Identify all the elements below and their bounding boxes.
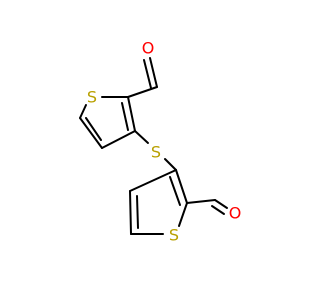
bond-c2-c3 <box>127 96 136 132</box>
bond-cho-o2-double <box>211 205 225 215</box>
bond-c2-c3-double <box>121 102 129 131</box>
bond-c5b-c4b <box>129 190 132 235</box>
atom-label-o1: O <box>142 39 155 58</box>
bond-c3-s-bridge <box>134 130 149 144</box>
bond-c4-c5-double <box>85 117 102 141</box>
bond-s-bridge-c3b <box>164 158 177 171</box>
bond-c2b-cho <box>186 199 216 204</box>
bond-c3b-c2b <box>175 169 188 204</box>
bond-c5-s1 <box>79 104 87 119</box>
lower-aldehyde <box>186 199 228 215</box>
atom-label-o2: O <box>229 204 242 223</box>
bond-cho-o2 <box>214 199 228 209</box>
atom-label-s-bridge: S <box>151 143 161 162</box>
atom-label-s1: S <box>87 88 97 107</box>
atom-label-s3: S <box>169 226 179 245</box>
upper-thiophene-ring <box>79 96 136 149</box>
bond-cho-o <box>149 57 158 88</box>
bond-c4b-c3b <box>129 169 177 192</box>
bond-c3b-c2b-double <box>169 176 181 206</box>
structure-canvas: O S S O S <box>79 38 242 245</box>
bond-c4-c5 <box>79 117 103 149</box>
bond-c2b-s3 <box>178 202 188 227</box>
thioether-bridge <box>134 130 177 171</box>
bond-c5b-c4b-double <box>136 195 139 229</box>
molecule-drawing: O S S O S <box>79 39 242 245</box>
bond-c3-c4 <box>101 130 136 149</box>
upper-aldehyde <box>127 57 158 98</box>
lower-thiophene-ring <box>129 169 188 235</box>
bond-cho-o-double <box>143 59 152 89</box>
bond-c2-cho <box>127 86 158 98</box>
